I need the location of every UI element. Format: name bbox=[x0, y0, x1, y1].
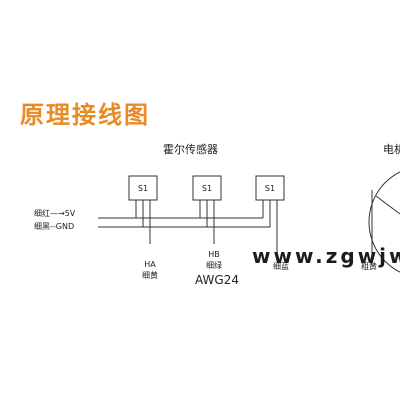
sensor-2-label: S1 bbox=[202, 184, 212, 193]
sensor-3-label: S1 bbox=[265, 184, 275, 193]
black-wire-label: 细黑--GND bbox=[34, 222, 75, 231]
watermark-text: www.zgwjw6 bbox=[252, 244, 400, 268]
page-title: 原理接线图 bbox=[20, 101, 150, 129]
motor-wire-label: 粗黄 bbox=[361, 262, 377, 271]
hall-sensor-title: 霍尔传感器 bbox=[163, 143, 218, 156]
wire-gauge-label: AWG24 bbox=[195, 273, 239, 287]
output-a-wire: 细黄 bbox=[142, 271, 158, 280]
motor-symbol bbox=[368, 171, 400, 273]
red-wire-label: 细红—→5V bbox=[34, 209, 76, 218]
output-c-wire: 细蓝 bbox=[273, 262, 289, 271]
motor-title: 电机 bbox=[383, 143, 400, 156]
output-b-wire: 细绿 bbox=[206, 261, 222, 270]
sensor-1-label: S1 bbox=[138, 184, 148, 193]
hall-sensor-2: S1 bbox=[192, 175, 222, 244]
hall-sensor-3: S1 bbox=[255, 175, 285, 258]
output-b-signal: HB bbox=[208, 250, 220, 259]
output-a-signal: HA bbox=[144, 260, 156, 269]
hall-sensor-1: S1 bbox=[128, 175, 158, 244]
